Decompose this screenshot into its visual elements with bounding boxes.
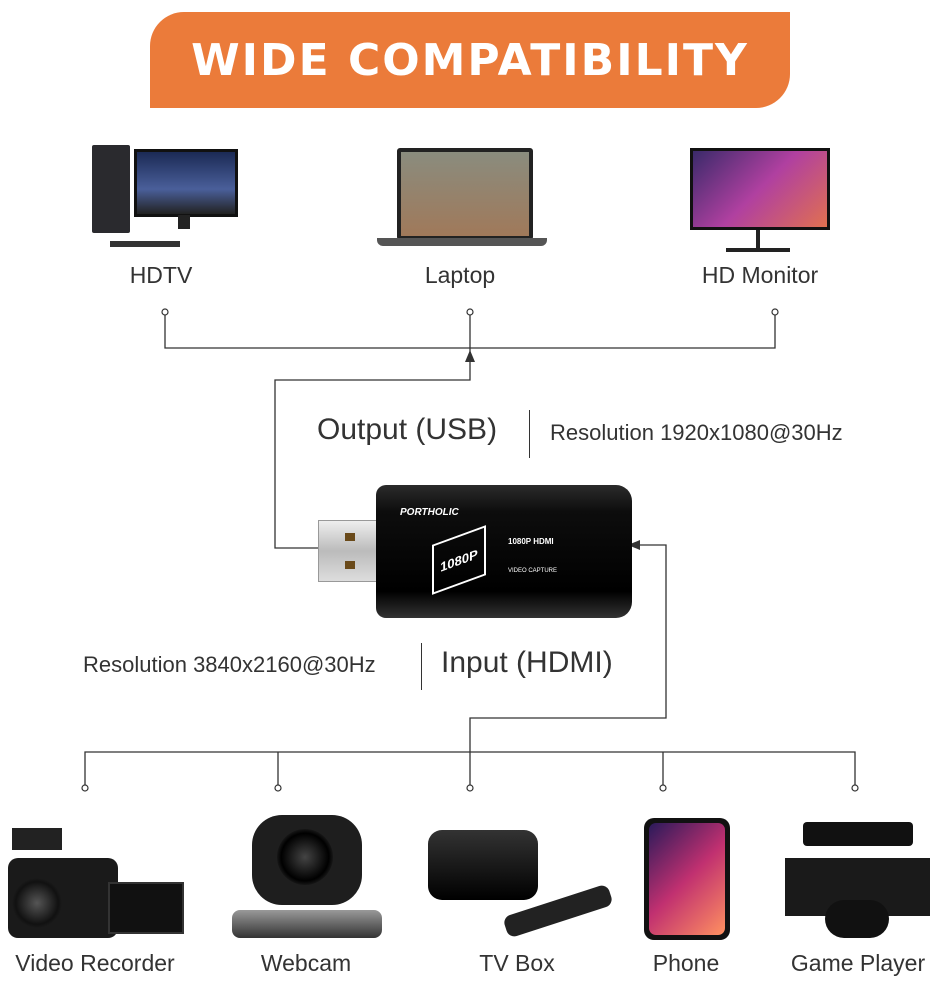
output-device-label: HDTV <box>129 262 193 288</box>
device-subtitle: VIDEO CAPTURE <box>508 568 558 574</box>
divider <box>529 410 530 458</box>
monitor-icon <box>690 148 830 258</box>
output-device-label: HD Monitor <box>701 262 819 288</box>
game-console-icon <box>785 822 930 940</box>
divider <box>421 643 422 690</box>
arrow-up-icon <box>465 350 475 362</box>
input-device-label: Phone <box>652 950 720 976</box>
device-model: 1080P HDMI <box>508 537 554 546</box>
arrow-left-icon <box>628 540 640 550</box>
laptop-icon <box>377 148 547 248</box>
capture-device: PORTHOLIC 1080P 1080P HDMI VIDEO CAPTURE <box>376 485 632 618</box>
tv-box-icon <box>428 830 614 940</box>
brand-logo: PORTHOLIC <box>400 507 459 518</box>
webcam-icon <box>232 815 382 940</box>
input-device-label: Game Player <box>790 950 926 976</box>
desktop-pc-icon <box>92 145 238 250</box>
input-device-label: Webcam <box>260 950 352 976</box>
input-device-label: TV Box <box>479 950 555 976</box>
input-title: Input (HDMI) <box>441 646 613 679</box>
title-banner: WIDE COMPATIBILITY <box>150 12 790 108</box>
input-resolution: Resolution 3840x2160@30Hz <box>83 652 376 677</box>
camcorder-icon <box>8 828 184 940</box>
output-title: Output (USB) <box>317 413 498 446</box>
phone-icon <box>644 818 730 940</box>
usb-plug <box>318 520 382 582</box>
input-device-label: Video Recorder <box>15 950 175 976</box>
output-resolution: Resolution 1920x1080@30Hz <box>550 420 843 445</box>
1080p-badge: 1080P <box>432 525 486 595</box>
output-device-label: Laptop <box>424 262 496 288</box>
